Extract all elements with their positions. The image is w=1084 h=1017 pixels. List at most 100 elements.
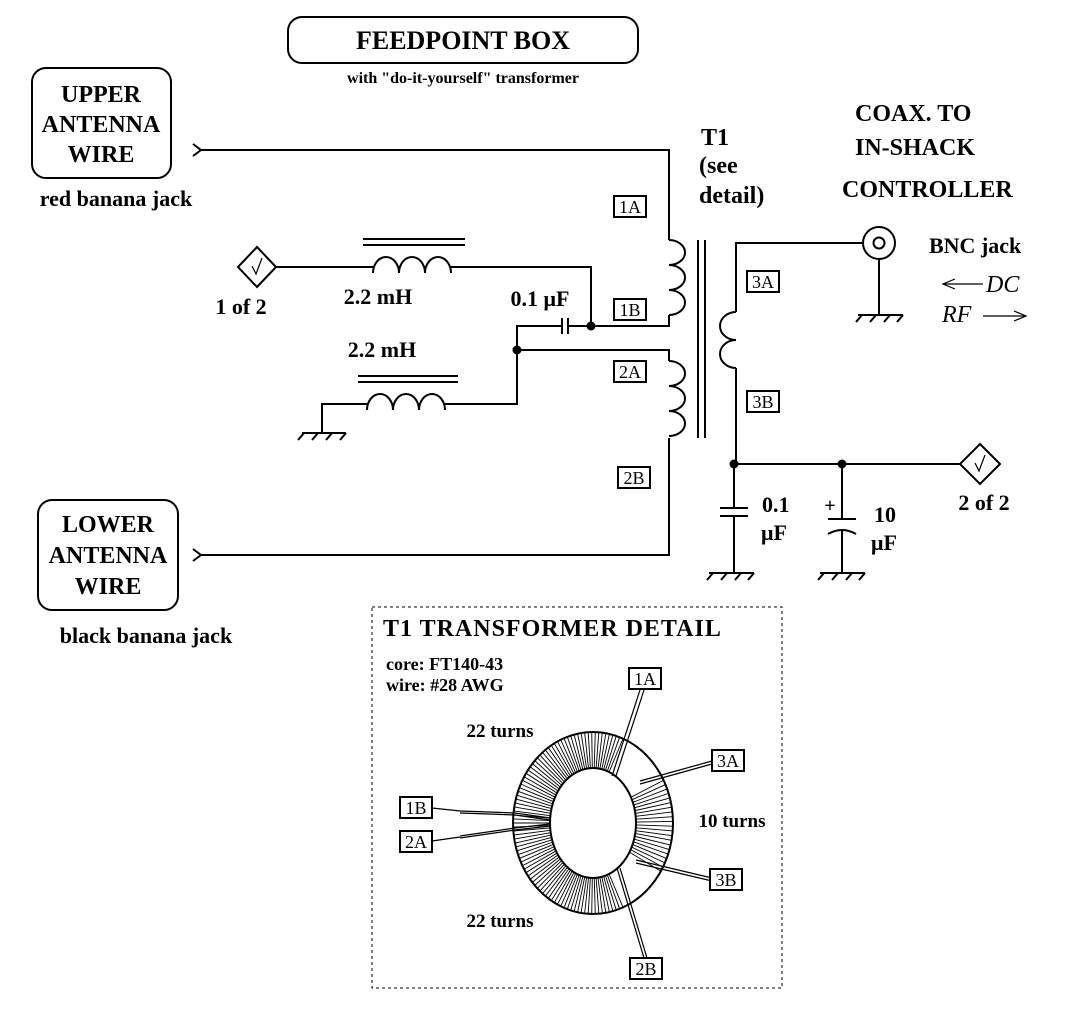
winding-2-turn — [563, 874, 578, 908]
upper-antenna-label-2: ANTENNA — [42, 112, 161, 138]
winding-1-turn — [542, 752, 567, 781]
ground-3-ground-icon — [706, 572, 755, 581]
detail-lead-1a-b — [615, 689, 645, 777]
winding-1-turn — [513, 810, 551, 817]
connector-2-off-page-icon — [958, 442, 1002, 486]
winding-2-turn — [523, 850, 557, 870]
winding-2-turn — [529, 856, 560, 880]
winding-1-turn — [606, 737, 621, 772]
winding-2-turn — [519, 843, 554, 859]
winding-1-turn — [560, 739, 577, 773]
choke-2-label: 2.2 mH — [348, 337, 416, 362]
connector-2-label: 2 of 2 — [958, 490, 1009, 515]
detail-terminal-2a-box — [399, 830, 433, 853]
detail-lead-2b-b — [619, 867, 648, 959]
terminal-3b-box — [746, 390, 780, 413]
winding-1-turn — [545, 749, 568, 780]
winding-2-turn — [542, 865, 567, 894]
winding-1-turn — [550, 745, 571, 777]
winding-2-turn — [557, 872, 575, 905]
winding-1-turn — [514, 802, 552, 812]
dc-label: DC — [985, 272, 1020, 298]
page-title: FEEDPOINT BOX — [356, 26, 570, 55]
coax-label-2: IN-SHACK — [855, 135, 975, 161]
winding-3-turn — [631, 846, 666, 864]
upper-antenna-label-3: WIRE — [68, 142, 135, 168]
winding-3-turn — [634, 797, 671, 809]
connector-2-check-icon — [974, 454, 986, 473]
detail-turns-top: 22 turns — [466, 721, 533, 742]
winding-2-turn — [560, 873, 577, 907]
lower-wire-line — [201, 438, 670, 556]
winding-1-turn — [577, 733, 586, 770]
winding-2-turn — [520, 846, 555, 863]
winding-2-turn — [591, 877, 593, 914]
detail-lead-2a — [459, 823, 551, 837]
detail-terminal-3a: 3A — [717, 751, 739, 771]
winding-2-turn — [532, 858, 561, 883]
winding-2-turn — [513, 827, 551, 832]
winding-2-turn — [599, 877, 607, 913]
detail-lead-3a — [639, 760, 713, 782]
coupling-cap-label: 0.1 μF — [511, 286, 570, 311]
winding-2-turn — [550, 869, 571, 901]
coupling-cap-wire-left — [516, 325, 562, 350]
bnc-connector-icon — [862, 226, 896, 260]
upper-antenna-box — [31, 67, 172, 179]
winding-3-turn — [635, 816, 673, 820]
winding-3-turn — [632, 788, 668, 803]
winding-1-turn — [523, 776, 557, 796]
detail-lead-3b-b — [635, 862, 713, 882]
detail-lead-1b — [459, 810, 551, 819]
winding-1-turn — [580, 732, 588, 769]
detail-terminal-3b: 3B — [715, 870, 736, 890]
t1-note-1: (see — [699, 153, 738, 179]
detail-wire: wire: #28 AWG — [386, 675, 504, 695]
winding-1-turn — [608, 738, 624, 773]
detail-terminal-1a: 1A — [634, 669, 656, 689]
winding-1-turn — [515, 798, 552, 809]
winding-1-turn — [573, 734, 584, 770]
terminal-3a-box — [746, 270, 780, 293]
t1-label: T1 — [701, 125, 729, 151]
winding-2-inductor-icon — [668, 360, 686, 437]
winding-1-turn — [547, 747, 570, 778]
detail-terminal-2a: 2A — [405, 832, 427, 852]
winding-2-turn — [527, 854, 559, 877]
winding-2-turn — [517, 841, 553, 856]
winding-3-turn — [635, 824, 673, 827]
choke-1-label: 2.2 mH — [344, 284, 412, 309]
winding-3-turn — [630, 849, 664, 868]
winding-1-turn — [553, 743, 573, 776]
winding-2-turn — [514, 832, 551, 840]
winding-2-turn — [547, 868, 570, 899]
toroid-inner-edge — [549, 767, 637, 879]
winding-1-turn — [534, 760, 562, 786]
winding-2-turn — [603, 876, 614, 912]
lower-antenna-label-1: LOWER — [62, 512, 155, 538]
ground-1-ground-icon — [297, 432, 347, 441]
winding-2-lead — [517, 349, 670, 361]
detail-lead-2a-stub — [431, 836, 461, 842]
winding-3-turn — [633, 841, 669, 855]
winding-3-turn — [630, 779, 664, 798]
winding-2-turn — [525, 852, 558, 874]
detail-terminal-2b: 2B — [635, 959, 656, 979]
winding-1-turn — [516, 794, 553, 807]
choke-1-right-wire — [451, 266, 592, 326]
winding-3-turn — [632, 844, 667, 859]
terminal-1a-box — [613, 195, 647, 218]
winding-1-turn — [513, 818, 551, 822]
winding-1-turn — [527, 769, 559, 792]
detail-lead-2a-b — [459, 825, 551, 839]
winding-3-turn — [633, 792, 669, 806]
winding-2-turn — [606, 874, 621, 909]
bypass-cap-label-1: 0.1 — [762, 492, 790, 517]
junction-dot-1 — [586, 321, 596, 331]
winding-3-inductor-icon — [719, 311, 737, 369]
winding-3-turn — [634, 835, 671, 846]
choke-2-right-wire — [445, 350, 518, 405]
detail-lead-3a-b — [639, 763, 713, 785]
detail-lead-1b-b — [459, 812, 551, 821]
winding-1-turn — [601, 733, 610, 770]
